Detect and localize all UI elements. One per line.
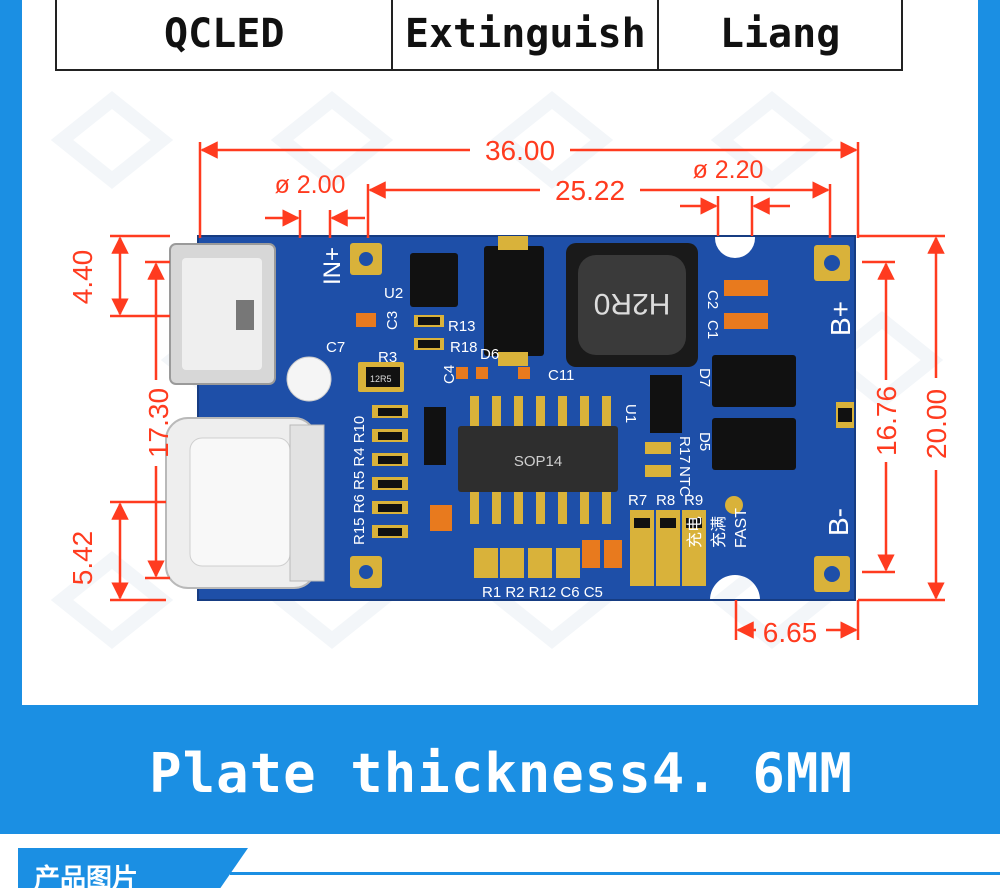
label-r7: R7: [628, 492, 647, 509]
mount-hole: [286, 356, 332, 402]
label-r3: R3: [378, 349, 397, 366]
dim-pad-spacing: 16.76: [871, 386, 902, 456]
inductor: H2R0: [566, 243, 698, 367]
dim-height-total: 20.00: [921, 389, 952, 459]
table-cell: Extinguish: [391, 0, 657, 69]
label-ntc: NTC: [676, 466, 693, 497]
dim-port-offset-top: 4.40: [67, 250, 98, 305]
label-c2: C2: [704, 290, 721, 309]
label-c4: C4: [441, 365, 458, 384]
label-c11: C11: [548, 367, 574, 384]
label-in-plus: IN+: [319, 247, 346, 285]
led-charging: [725, 496, 743, 514]
table-cell: QCLED: [163, 10, 285, 57]
dim-hole-diameter-right: ø 2.20: [693, 156, 764, 184]
label-c1: C1: [704, 320, 721, 339]
section-tab-label: 产品图片: [34, 864, 139, 894]
sop14-chip: SOP14: [458, 396, 618, 524]
caption-text: Plate thickness4. 6MM: [149, 741, 853, 805]
label-d5: D5: [696, 432, 713, 451]
label-charging: 充电: [686, 516, 704, 548]
label-full: 充满: [710, 516, 728, 548]
label-c3: C3: [384, 311, 401, 330]
dim-hole-diameter-left: ø 2.00: [275, 171, 346, 199]
label-r13: R13: [448, 318, 476, 335]
diode-d5: [712, 418, 796, 470]
label-res-code: 12R5: [370, 374, 392, 384]
label-bottom-row: R1 R2 R12 C6 C5: [482, 584, 603, 601]
dim-hole-spacing: 25.22: [555, 175, 625, 206]
dim-overall-length: 36.00: [485, 135, 555, 166]
micro-usb-port: [169, 243, 276, 385]
inductor-label: H2R0: [594, 287, 671, 320]
label-r-left: R15 R6 R5 R4 R10: [351, 416, 368, 545]
dim-port-offset-bottom: 5.42: [67, 531, 98, 586]
section-divider: [230, 872, 1000, 875]
usb-c-port: [165, 417, 325, 589]
label-u2: U2: [384, 285, 403, 302]
pcb-dimension-diagram: H2R0 SOP14 IN: [67, 135, 952, 648]
dim-tab-width: 6.65: [763, 617, 818, 648]
diode-d6: [484, 246, 544, 356]
label-r18: R18: [450, 339, 478, 356]
label-r17: R17: [676, 436, 693, 464]
label-d7: D7: [696, 368, 713, 387]
ic-label: SOP14: [514, 453, 562, 470]
caption-bar: Plate thickness4. 6MM: [12, 712, 990, 834]
label-c7: C7: [326, 339, 345, 356]
table-cell: Liang: [657, 0, 901, 69]
dim-port-span: 17.30: [143, 388, 174, 458]
u2-chip: [410, 253, 458, 307]
label-u1: U1: [622, 404, 639, 423]
info-table: QCLED Extinguish Liang: [55, 0, 903, 71]
diode-d7: [712, 355, 796, 407]
label-b-plus: B+: [825, 301, 856, 336]
label-r8: R8: [656, 492, 675, 509]
label-d6: D6: [480, 346, 499, 363]
label-r9: R9: [684, 492, 703, 509]
label-b-minus: B-: [823, 508, 854, 536]
label-fast: FAST: [733, 508, 750, 548]
